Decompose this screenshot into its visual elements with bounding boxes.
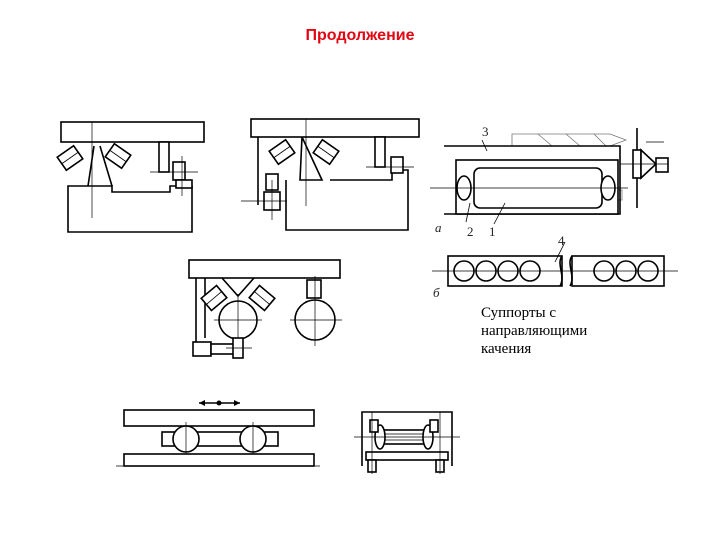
drawing-double-v-support bbox=[241, 118, 420, 231]
caption-line-1: Суппорты с bbox=[481, 305, 557, 321]
label-part-3: 3 bbox=[482, 124, 489, 139]
drawing-v-roller-support bbox=[56, 121, 205, 233]
caption-line-2: направляющими bbox=[481, 323, 588, 339]
drawing-ball-row bbox=[432, 241, 678, 287]
drawing-cylindrical-guide bbox=[188, 259, 342, 359]
label-part-1: 1 bbox=[489, 224, 496, 239]
caption: Суппорты с направляющими качения bbox=[481, 304, 681, 358]
label-view-b: б bbox=[433, 285, 440, 300]
drawing-roller-cage-plan bbox=[430, 128, 669, 225]
drawing-roller-carriage bbox=[116, 400, 320, 467]
drawing-cross-roller-assembly bbox=[354, 411, 460, 474]
caption-line-3: качения bbox=[481, 341, 532, 357]
label-part-2: 2 bbox=[467, 224, 474, 239]
slide-title: Продолжение bbox=[305, 27, 415, 44]
label-part-4: 4 bbox=[558, 233, 565, 248]
label-view-a: а bbox=[435, 220, 442, 235]
